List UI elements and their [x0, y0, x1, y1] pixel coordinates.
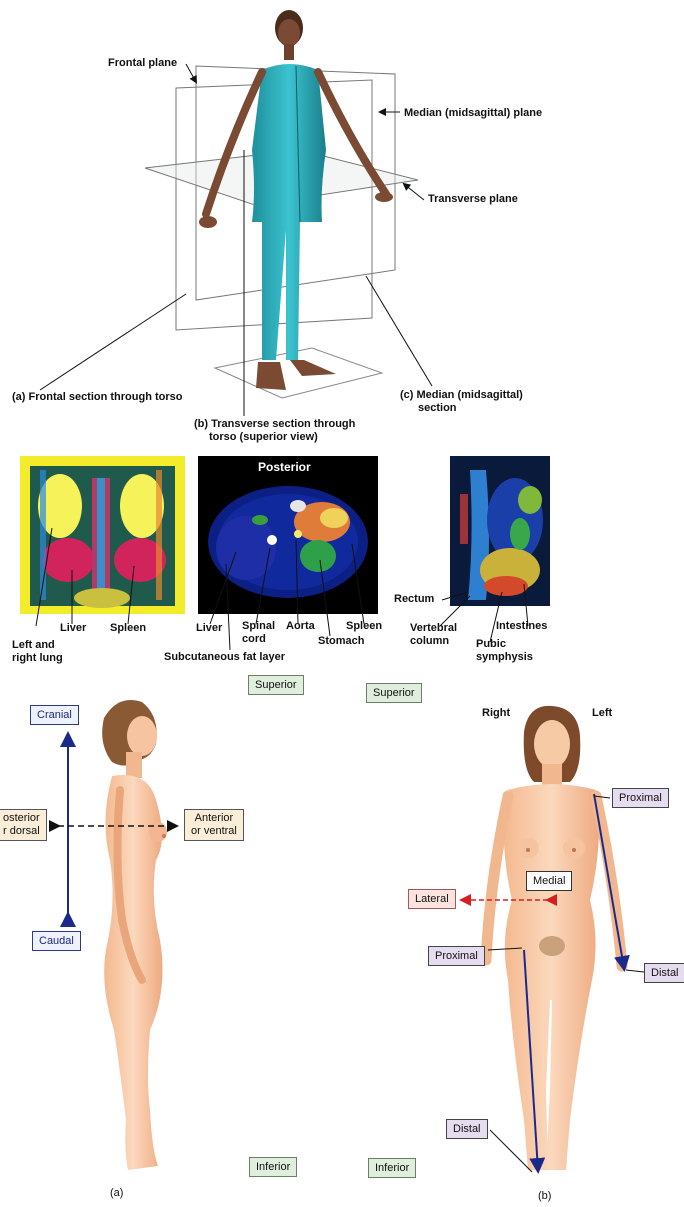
cranial-box: Cranial — [30, 705, 79, 725]
stomach-label: Stomach — [318, 635, 364, 647]
distal-arm-box: Distal — [644, 963, 684, 983]
aorta-label: Aorta — [286, 620, 315, 632]
frontal-plane-label: Frontal plane — [108, 57, 177, 69]
proximal-leg-box: Proximal — [428, 946, 485, 966]
frontal-plane-leader — [186, 64, 196, 82]
spinal-line1: Spinal — [242, 620, 275, 633]
distal-arm-leader — [626, 970, 644, 972]
section-c-line1: (c) Median (midsagittal) — [400, 389, 523, 402]
posterior-line1: osterior — [3, 812, 40, 825]
anterior-line2: or ventral — [191, 825, 237, 838]
scan-lung-label: Left and right lung — [12, 639, 63, 665]
floor-plane-shape — [215, 348, 382, 398]
right-side-label: Right — [482, 707, 510, 719]
anterior-line1: Anterior — [191, 812, 237, 825]
transverse-liver-label: Liver — [196, 622, 222, 634]
transverse-mri-scan — [198, 456, 378, 614]
pubic-symphysis-label: Pubic symphysis — [476, 638, 533, 664]
lateral-view-figure — [102, 700, 167, 1170]
distal-leg-box: Distal — [446, 1119, 488, 1139]
transverse-spleen-label: Spleen — [346, 620, 382, 632]
arm-proximal-distal-arrow — [594, 794, 624, 968]
fat-layer-label: Subcutaneous fat layer — [164, 651, 285, 663]
section-c-leader — [366, 276, 432, 386]
caption-a: (a) — [110, 1187, 123, 1199]
vertebral-line1: Vertebral — [410, 622, 457, 635]
lung-line1: Left and — [12, 639, 63, 652]
section-c-line2: section — [400, 402, 523, 415]
proximal-arm-box: Proximal — [612, 788, 669, 808]
section-a-label: (a) Frontal section through torso — [12, 391, 183, 403]
section-b-label: (b) Transverse section through torso (su… — [194, 418, 355, 444]
median-plane-label: Median (midsagittal) plane — [404, 107, 542, 119]
caudal-box: Caudal — [32, 931, 81, 951]
medial-box: Medial — [526, 871, 572, 891]
anterior-view-figure — [486, 706, 622, 1170]
lateral-box: Lateral — [408, 889, 456, 909]
superior-left-box: Superior — [248, 675, 304, 695]
section-b-line1: (b) Transverse section through — [194, 418, 355, 431]
transverse-plane-leader — [404, 184, 424, 200]
caption-b: (b) — [538, 1190, 551, 1202]
lung-line2: right lung — [12, 652, 63, 665]
scan-spleen-label: Spleen — [110, 622, 146, 634]
frontal-mri-scan — [20, 456, 185, 614]
rectum-label: Rectum — [394, 593, 434, 605]
left-side-label: Left — [592, 707, 612, 719]
anterior-ventral-box: Anterior or ventral — [184, 809, 244, 841]
median-mri-scan — [450, 456, 550, 606]
inferior-left-box: Inferior — [249, 1157, 297, 1177]
vertebral-column-label: Vertebral column — [410, 622, 457, 648]
superior-right-box: Superior — [366, 683, 422, 703]
scan-liver-label: Liver — [60, 622, 86, 634]
section-b-line2: torso (superior view) — [194, 431, 355, 444]
posterior-dorsal-box: osterior r dorsal — [0, 809, 47, 841]
posterior-line2: r dorsal — [3, 825, 40, 838]
section-c-label: (c) Median (midsagittal) section — [400, 389, 523, 415]
posterior-label: Posterior — [258, 460, 311, 474]
pubic-line1: Pubic — [476, 638, 533, 651]
pubic-line2: symphysis — [476, 651, 533, 664]
spinal-cord-label: Spinal cord — [242, 620, 275, 646]
intestines-label: Intestines — [496, 620, 547, 632]
spinal-line2: cord — [242, 633, 275, 646]
vertebral-line2: column — [410, 635, 457, 648]
section-a-leader — [40, 294, 186, 390]
inferior-right-box: Inferior — [368, 1158, 416, 1178]
transverse-plane-label: Transverse plane — [428, 193, 518, 205]
